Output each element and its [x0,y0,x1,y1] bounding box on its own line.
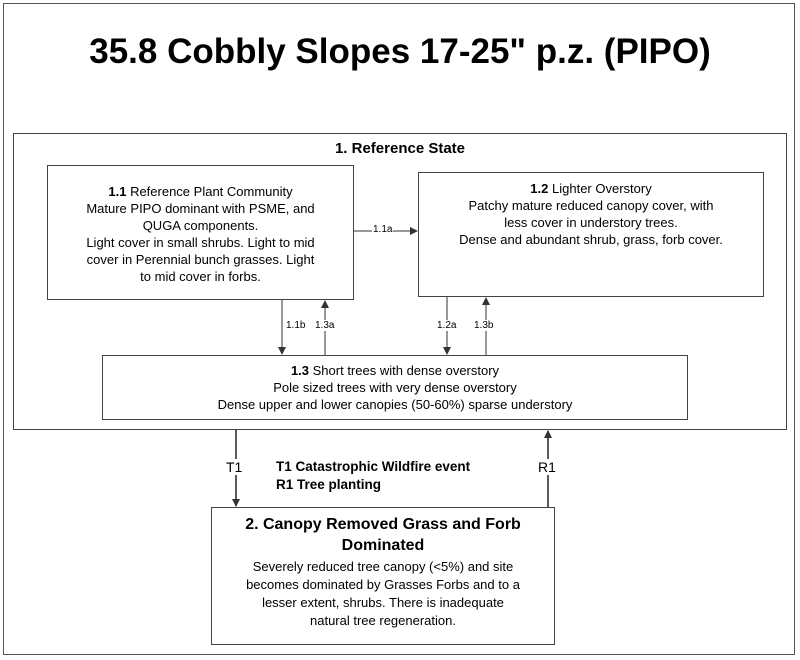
reference-state-title: 1. Reference State [334,140,466,157]
state-2-line: becomes dominated by Grasses Forbs and t… [246,577,520,592]
community-1-2-line: Patchy mature reduced canopy cover, with [468,198,714,213]
community-1-3-line: Pole sized trees with very dense oversto… [273,380,517,395]
label-1-2a: 1.2a [436,320,458,331]
label-1-3a: 1.3a [314,320,336,331]
community-1-3-heading: 1.3 Short trees with dense overstory [290,363,500,378]
community-1-1-line: Mature PIPO dominant with PSME, and [86,201,315,216]
community-1-2-box: 1.2 Lighter Overstory Patchy mature redu… [418,172,764,297]
legend-t1: T1 Catastrophic Wildfire event [276,459,471,474]
community-1-1-box: 1.1 Reference Plant Community Mature PIP… [47,165,354,300]
label-r1: R1 [538,459,556,475]
diagram-frame [3,3,795,655]
community-1-1-line: QUGA components. [142,218,259,233]
state-2-line: natural tree regeneration. [310,613,456,628]
community-1-3-line: Dense upper and lower canopies (50-60%) … [217,397,573,412]
label-1-1a: 1.1a [372,224,394,235]
community-1-1-line: to mid cover in forbs. [140,269,261,284]
legend-r1: R1 Tree planting [276,477,382,492]
state-2-line: lesser extent, shrubs. There is inadequa… [262,595,504,610]
label-1-1b: 1.1b [285,320,307,331]
label-t1: T1 [226,459,243,475]
community-1-1-heading: 1.1 Reference Plant Community [108,184,293,199]
community-1-3-box: 1.3 Short trees with dense overstory Pol… [102,355,688,420]
community-1-2-heading: 1.2 Lighter Overstory [530,181,652,196]
state-2-title: 2. Canopy Removed Grass and Forb Dominat… [245,516,521,554]
state-2-box: 2. Canopy Removed Grass and Forb Dominat… [211,507,555,645]
state-2-line: Severely reduced tree canopy (<5%) and s… [252,559,514,574]
community-1-2-line: less cover in understory trees. [504,215,678,230]
community-1-2-line: Dense and abundant shrub, grass, forb co… [459,232,723,247]
label-1-3b: 1.3b [473,320,495,331]
transition-legend: T1 Catastrophic Wildfire event R1 Tree p… [276,458,470,494]
reference-state-box [13,133,787,430]
community-1-1-line: cover in Perennial bunch grasses. Light [86,252,315,267]
community-1-1-line: Light cover in small shrubs. Light to mi… [86,235,315,250]
page-title: 35.8 Cobbly Slopes 17-25" p.z. (PIPO) [89,32,711,71]
